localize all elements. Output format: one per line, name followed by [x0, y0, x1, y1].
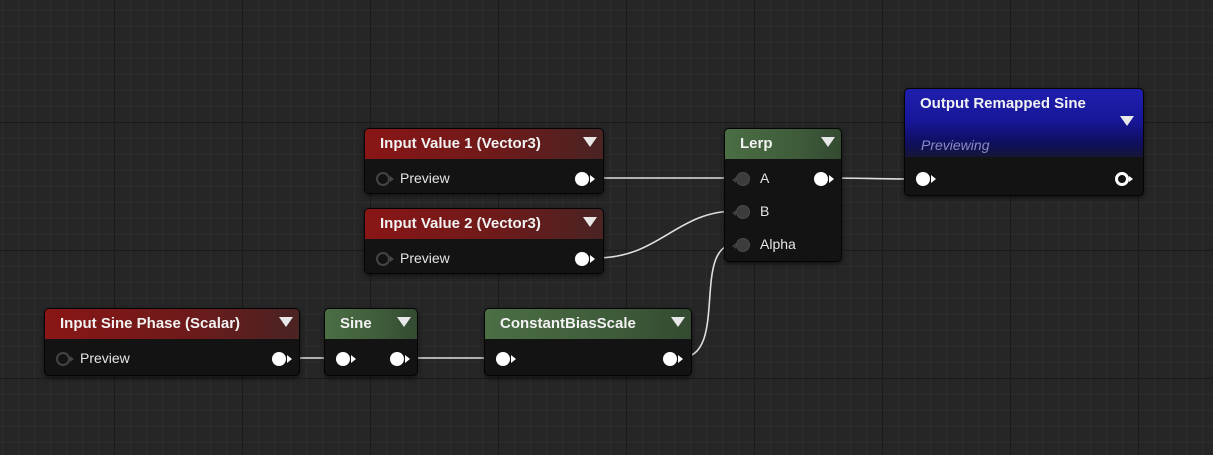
- node-title: Input Value 2 (Vector3): [380, 215, 541, 232]
- wire-value2-to-lerp-b[interactable]: [595, 210, 737, 259]
- node-sine[interactable]: Sine: [324, 308, 418, 376]
- preview-label: Preview: [80, 350, 130, 366]
- node-title: Input Value 1 (Vector3): [380, 135, 541, 152]
- node-constant-bias-scale[interactable]: ConstantBiasScale: [484, 308, 692, 376]
- node-output-remapped-sine[interactable]: Output Remapped Sine Previewing: [904, 88, 1144, 196]
- input-pin-icon[interactable]: [732, 205, 750, 219]
- preview-label: Preview: [400, 170, 450, 186]
- node-header[interactable]: Input Value 1 (Vector3): [365, 129, 603, 159]
- output-pin-icon[interactable]: [814, 172, 834, 186]
- preview-pin-icon[interactable]: [376, 252, 394, 266]
- node-header[interactable]: Input Sine Phase (Scalar): [45, 309, 299, 339]
- node-title: Lerp: [740, 135, 773, 152]
- chevron-down-icon[interactable]: [583, 137, 597, 147]
- chevron-down-icon[interactable]: [821, 137, 835, 147]
- input-pin-icon[interactable]: [732, 238, 750, 252]
- output-pin-icon[interactable]: [663, 352, 683, 366]
- node-title: ConstantBiasScale: [500, 315, 636, 332]
- node-input-sine-phase[interactable]: Input Sine Phase (Scalar) Preview: [44, 308, 300, 376]
- pin-label-a: A: [760, 170, 770, 186]
- output-pin-icon[interactable]: [575, 252, 595, 266]
- node-header[interactable]: Input Value 2 (Vector3): [365, 209, 603, 239]
- node-input-value-2[interactable]: Input Value 2 (Vector3) Preview: [364, 208, 604, 274]
- node-lerp[interactable]: Lerp A B Alpha: [724, 128, 842, 262]
- output-pin-icon[interactable]: [390, 352, 410, 366]
- input-pin-icon[interactable]: [732, 172, 750, 186]
- preview-pin-icon[interactable]: [56, 352, 74, 366]
- pin-label-alpha: Alpha: [760, 236, 796, 252]
- node-title: Input Sine Phase (Scalar): [60, 315, 241, 332]
- preview-pin-icon[interactable]: [376, 172, 394, 186]
- preview-output-pin-icon[interactable]: [1115, 172, 1133, 186]
- node-header[interactable]: ConstantBiasScale: [485, 309, 691, 339]
- previewing-status: Previewing: [921, 137, 990, 153]
- output-pin-icon[interactable]: [272, 352, 292, 366]
- input-pin-icon[interactable]: [496, 352, 516, 366]
- node-header[interactable]: Output Remapped Sine Previewing: [905, 89, 1143, 157]
- node-header[interactable]: Sine: [325, 309, 417, 339]
- output-pin-icon[interactable]: [575, 172, 595, 186]
- chevron-down-icon[interactable]: [583, 217, 597, 227]
- pin-label-b: B: [760, 203, 770, 219]
- chevron-down-icon[interactable]: [1120, 116, 1134, 126]
- node-title: Sine: [340, 315, 372, 332]
- node-input-value-1[interactable]: Input Value 1 (Vector3) Preview: [364, 128, 604, 194]
- chevron-down-icon[interactable]: [671, 317, 685, 327]
- preview-label: Preview: [400, 250, 450, 266]
- node-header[interactable]: Lerp: [725, 129, 841, 159]
- node-title: Output Remapped Sine: [920, 95, 1086, 112]
- chevron-down-icon[interactable]: [279, 317, 293, 327]
- chevron-down-icon[interactable]: [397, 317, 411, 327]
- input-pin-icon[interactable]: [336, 352, 356, 366]
- input-pin-icon[interactable]: [916, 172, 936, 186]
